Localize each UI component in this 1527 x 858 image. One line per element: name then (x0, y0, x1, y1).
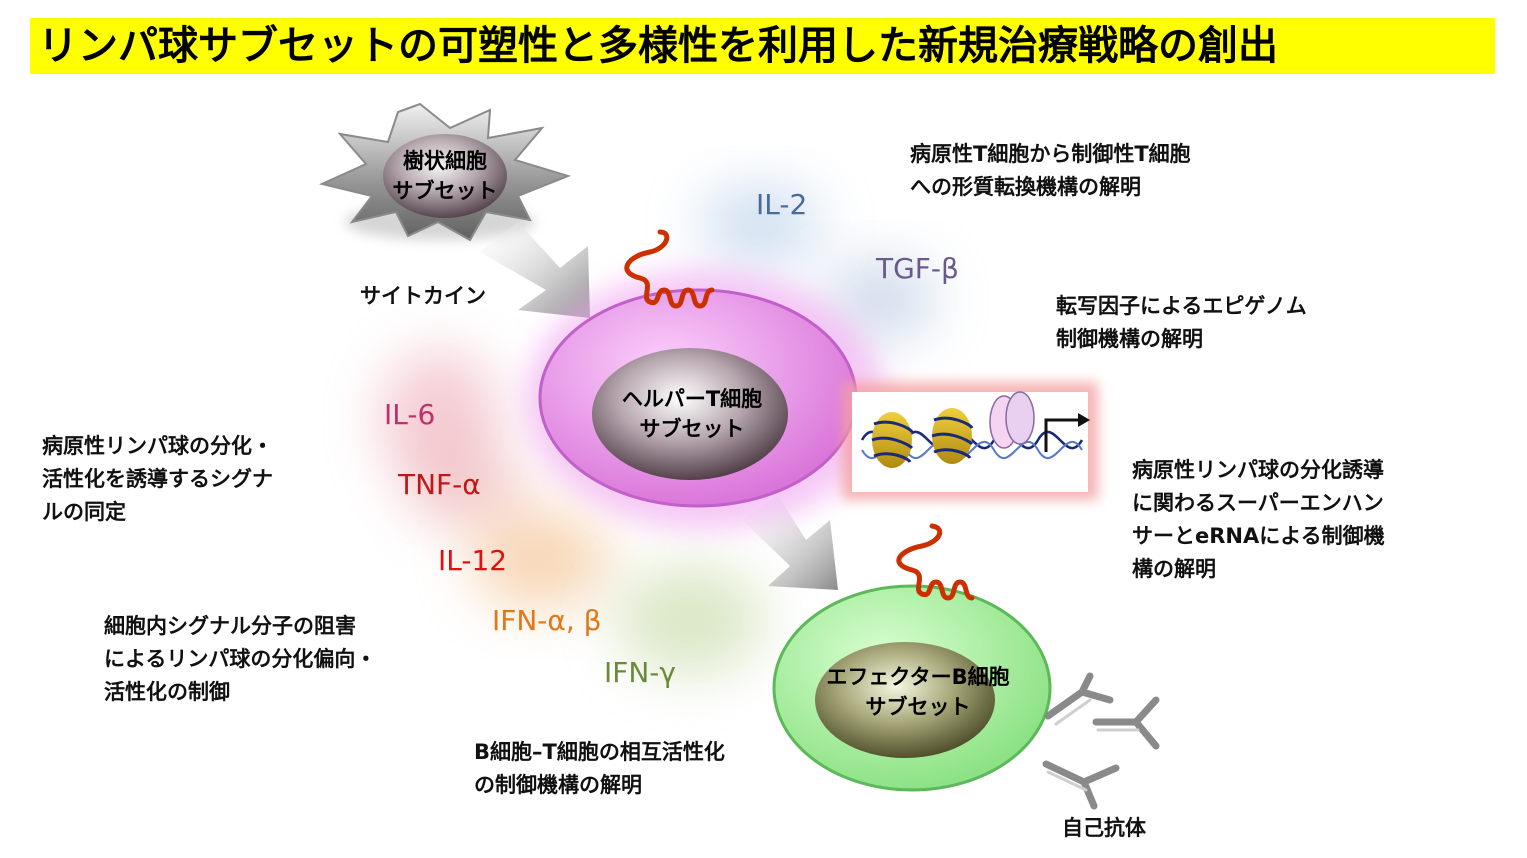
helper-t-cell-label: ヘルパーT細胞 サブセット (621, 387, 763, 441)
note-bt-interaction: B細胞–T細胞の相互活性化 の制御機構の解明 (474, 740, 725, 797)
note-super-enhancer: 病原性リンパ球の分化誘導 に関わるスーパーエンハン サーとeRNAによる制御機 … (1132, 458, 1385, 581)
transcription-arrow (1044, 418, 1078, 452)
cytokine-clouds (380, 185, 935, 675)
cytokine-il2: IL-2 (756, 188, 808, 221)
autoantibodies (1042, 672, 1160, 810)
remodeler-2 (1005, 391, 1035, 445)
effector-b-cell-label: エフェクターB細胞 サブセット (826, 665, 1010, 719)
page-title: リンパ球サブセットの可塑性と多様性を利用した新規治療戦略の創出 (30, 18, 1495, 74)
effector-b-cell (772, 523, 1052, 792)
note-epigenome: 転写因子によるエピゲノム 制御機構の解明 (1056, 294, 1307, 351)
cytokine-tgfb: TGF-β (876, 252, 959, 285)
note-signal-identification: 病原性リンパ球の分化・ 活性化を誘導するシグナ ルの同定 (42, 434, 273, 524)
dendritic-cell (318, 102, 572, 242)
chromatin-inset (842, 382, 1098, 500)
arrow-dendritic-to-helper (480, 222, 590, 318)
cytokine-ifng: IFN-γ (604, 656, 676, 689)
cytokine-ifnab: IFN-α, β (492, 604, 602, 637)
autoantibody-label: 自己抗体 (1062, 816, 1146, 840)
note-treg-conversion: 病原性T細胞から制御性T細胞 への形質転換機構の解明 (910, 142, 1191, 199)
cytokine-tnfa: TNF-α (398, 468, 481, 501)
cytokine-il12: IL-12 (438, 544, 508, 577)
antibody-2 (1092, 696, 1160, 750)
note-signal-inhibition: 細胞内シグナル分子の阻害 によるリンパ球の分化偏向・ 活性化の制御 (104, 614, 377, 704)
cytokine-il6: IL-6 (384, 398, 436, 431)
antibody-3 (1042, 760, 1120, 810)
helper-receptor (624, 229, 715, 309)
effector-receptor (896, 523, 975, 601)
antibody-1 (1044, 672, 1114, 726)
cytokine-label: サイトカイン (360, 284, 486, 308)
helper-t-cell (525, 229, 885, 530)
dendritic-cell-label: 樹状細胞 サブセット (392, 149, 498, 203)
